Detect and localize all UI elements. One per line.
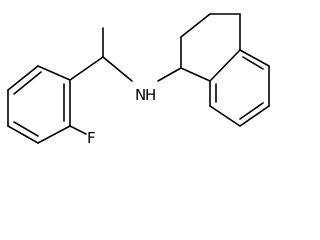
benzo-double-bond-2 [239,102,264,120]
fluorophenyl-double-bond-2 [13,121,39,137]
atom-labels: N H F [87,86,156,147]
bond-aryl-to-fluorine [69,125,87,135]
fluorophenyl-bond-4 [7,125,39,144]
bond-nh-to-ring-carbon [157,67,182,82]
benzo-ring-bond-1 [239,49,270,67]
fluorophenyl-bond-2 [7,65,39,91]
benzo-ring-bond-3 [239,105,270,127]
fluorine-label: F [87,129,96,147]
bonds [7,13,270,144]
benzo-double-bond-1 [242,56,264,70]
fluorophenyl-double-bond-1 [13,71,42,95]
saturated-ring-bond-2 [180,13,211,38]
bond-chiral-to-nh [102,56,133,82]
benzo-ring-bond-4 [209,105,241,127]
nitrogen-label: N [135,86,146,104]
saturated-ring-bond-6 [180,67,211,82]
nitrogen-hydrogen-label: H [145,86,156,104]
fluorophenyl-bond-1 [37,65,71,81]
bond-chiral-to-aryl [69,56,104,81]
saturated-ring-bond-5 [209,49,241,82]
chemical-structure: N H F [7,13,270,147]
fluorophenyl-bond-5 [37,125,71,144]
